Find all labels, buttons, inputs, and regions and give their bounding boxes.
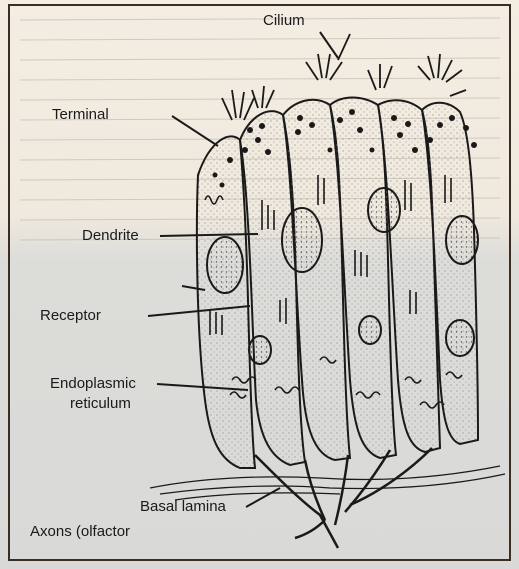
nucleus-right-mid	[446, 216, 478, 264]
label-receptor: Receptor	[40, 307, 101, 324]
nucleus-small-2	[359, 316, 381, 344]
nucleus-receptor-left	[207, 237, 243, 293]
nucleus-central	[282, 208, 322, 272]
label-terminal: Terminal	[52, 106, 109, 123]
label-cilium: Cilium	[263, 12, 305, 29]
leader-cilium	[320, 32, 338, 58]
label-dendrite: Dendrite	[82, 227, 139, 244]
leader-terminal	[172, 116, 218, 146]
basal-lamina	[150, 466, 505, 500]
label-basal-lamina: Basal lamina	[140, 498, 226, 515]
axons	[255, 448, 432, 548]
nucleus-small-1	[249, 336, 271, 364]
nucleus-right-low	[446, 320, 474, 356]
label-reticulum: reticulum	[70, 395, 131, 412]
label-endoplasmic: Endoplasmic	[50, 375, 136, 392]
label-axons: Axons (olfactor	[30, 523, 130, 540]
leader-basal	[246, 488, 280, 507]
nucleus-right-upper	[368, 188, 400, 232]
